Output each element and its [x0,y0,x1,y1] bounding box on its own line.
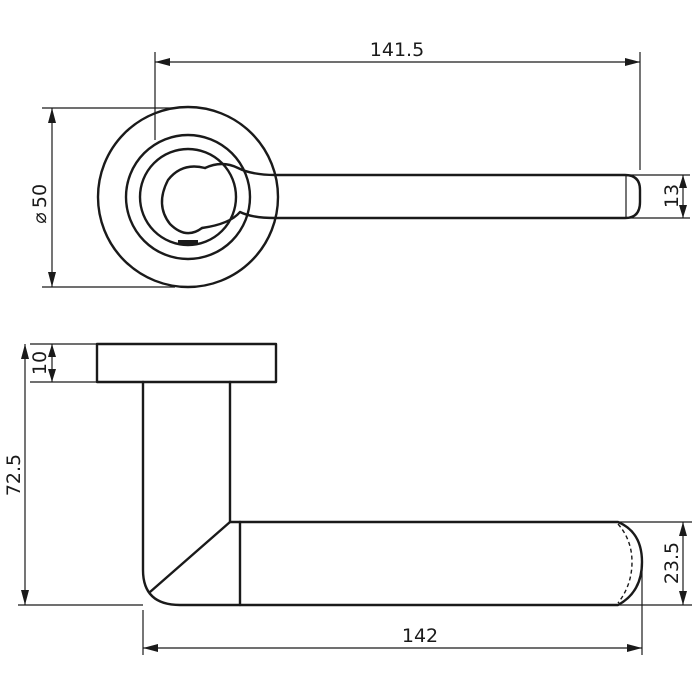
dimension-label-50: 50 [29,184,51,208]
rose-plate [95,342,278,384]
neck-and-lever-outline [141,380,644,607]
lever-tip-hidden-line [617,523,633,604]
diameter-symbol: ⌀ [29,212,51,223]
rose-inner-circle [124,133,252,261]
dimension-label-142: 142 [402,625,438,647]
dimension-lever-width-top: 13 [626,174,690,219]
dimension-lever-width-side: 23.5 [618,521,692,606]
dimension-overall-height: 72.5 [3,344,143,606]
dimension-overall-length-side: 142 [142,568,643,655]
dimension-label-10: 10 [29,351,51,375]
dimension-label-72-5: 72.5 [3,454,25,496]
dimension-overall-length-top: 141.5 [154,39,641,170]
dimension-label-141-5: 141.5 [370,39,424,61]
dimension-label-13: 13 [661,184,683,208]
lever-top-outline [200,162,642,230]
neck-bevel-line [148,520,232,594]
spindle-mark [178,240,198,244]
dimension-rose-thickness: 10 [29,343,97,383]
rose-step-circle [138,147,238,247]
neck-inner-outline [160,165,207,235]
dimension-rose-diameter: ⌀ 50 [29,107,175,288]
rose-outer-circle [96,105,280,289]
side-view [95,342,644,607]
dimension-label-23-5: 23.5 [661,542,683,584]
top-view [96,105,642,289]
